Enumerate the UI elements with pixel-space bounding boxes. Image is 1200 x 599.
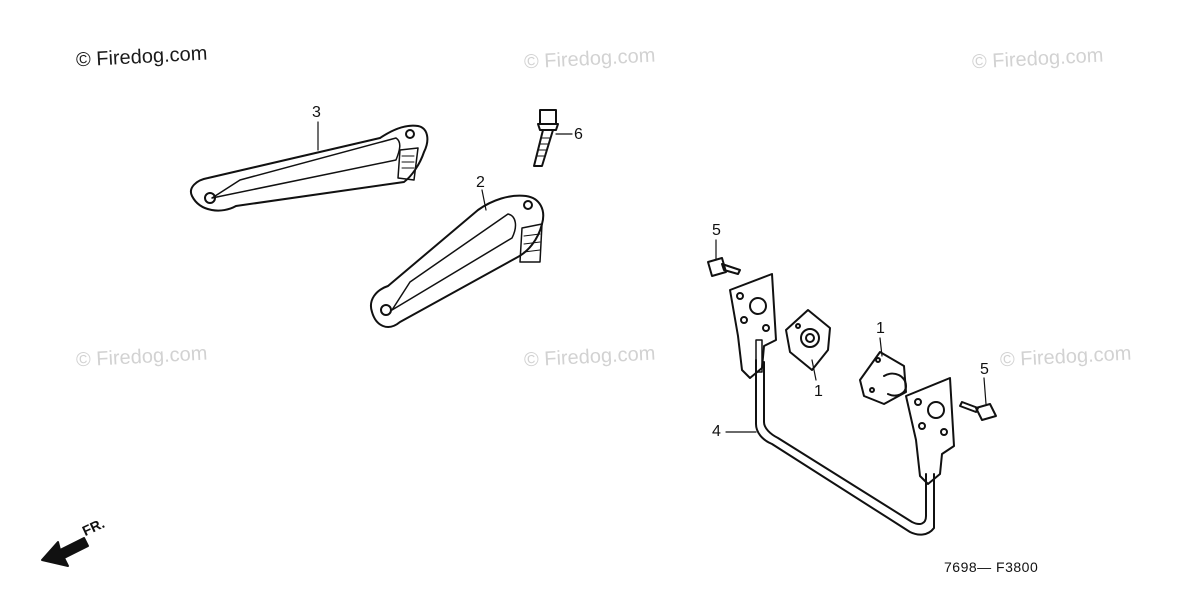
callout-3: 3 [312,104,321,121]
callout-1: 1 [876,320,885,337]
part-3-arm [190,124,429,212]
callout-5: 5 [980,361,989,378]
callout-5: 5 [712,222,721,239]
leader-lines [317,121,987,433]
part-4-bracket [729,273,955,536]
callout-6: 6 [574,126,583,143]
callout-2: 2 [476,174,485,191]
callout-1: 1 [814,383,823,400]
part-5-bolt-left [707,257,741,277]
part-2-arm [370,194,545,328]
part-1-flange-right [859,351,907,405]
front-arrow-icon [41,537,89,567]
diagram-code: 7698— F3800 [944,559,1039,575]
part-5-bolt-right [959,401,997,421]
callout-4: 4 [712,423,721,440]
part-6-bolt [533,109,559,167]
part-1-flange-left [785,309,831,371]
